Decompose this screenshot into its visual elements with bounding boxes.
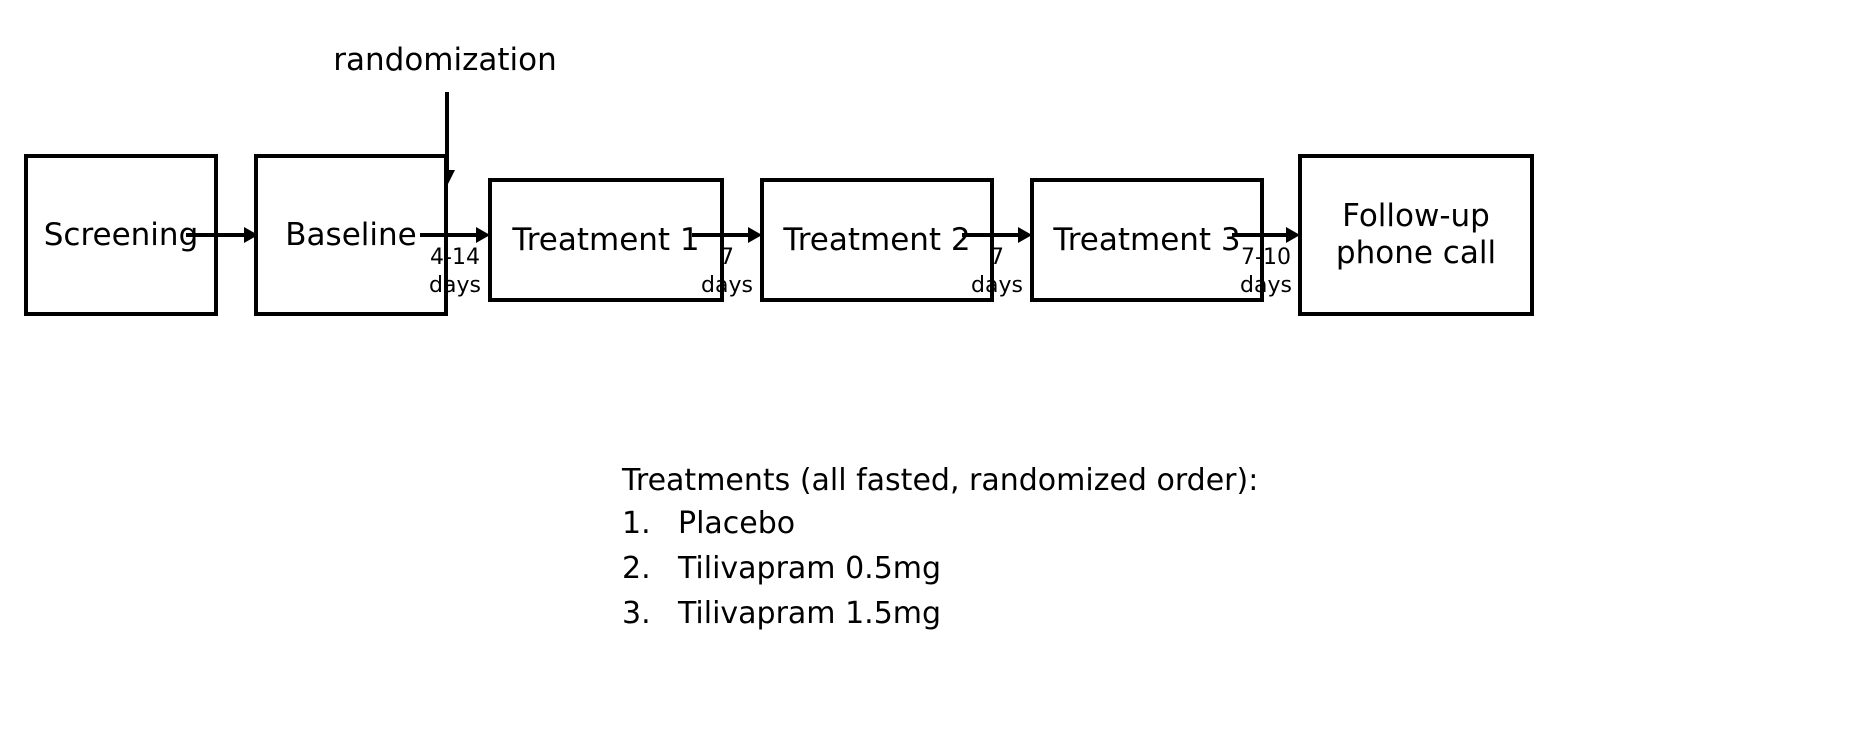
- list-item: 3. Tilivapram 1.5mg: [622, 594, 1382, 633]
- interval-value: 7: [990, 245, 1004, 270]
- stage-label: Follow-up phone call: [1330, 198, 1502, 271]
- stage-box-treatment-3[interactable]: Treatment 3: [1030, 178, 1264, 302]
- stage-box-treatment-2[interactable]: Treatment 2: [760, 178, 994, 302]
- interval-label-baseline-to-treatment-1: 4-14 days: [420, 244, 490, 300]
- interval-value: 7-10: [1241, 245, 1291, 270]
- treatments-legend-list: 1. Placebo 2. Tilivapram 0.5mg 3. Tiliva…: [622, 504, 1382, 633]
- stage-label: Screening: [43, 216, 199, 253]
- arrow-shaft: [186, 233, 246, 237]
- arrow-head: [748, 227, 762, 243]
- list-item-label: Tilivapram 1.5mg: [678, 596, 942, 632]
- interval-value: 7: [720, 245, 734, 270]
- list-item-label: Placebo: [678, 506, 796, 542]
- list-item-marker: 1.: [622, 506, 651, 542]
- list-item-marker: 3.: [622, 596, 651, 632]
- stage-label: Treatment 1: [512, 221, 700, 258]
- stage-label: Treatment 3: [1053, 221, 1241, 258]
- arrow-right-icon-treatment-2-to-treatment-3: [962, 224, 1034, 246]
- list-item-marker: 2.: [622, 551, 651, 587]
- interval-unit: days: [1240, 273, 1292, 299]
- stage-label: Baseline: [285, 216, 417, 253]
- arrow-right-icon-screening-to-baseline: [186, 224, 258, 246]
- stage-box-followup-phone-call[interactable]: Follow-up phone call: [1298, 154, 1534, 316]
- list-item-label: Tilivapram 0.5mg: [678, 551, 942, 587]
- randomization-label: randomization: [333, 42, 557, 78]
- arrow-right-icon-treatment-1-to-treatment-2: [692, 224, 764, 246]
- treatments-legend: Treatments (all fasted, randomized order…: [622, 462, 1382, 639]
- arrow-right-icon-baseline-to-treatment-1: [420, 224, 492, 246]
- interval-label-treatment-3-to-followup: 7-10 days: [1230, 244, 1302, 300]
- stage-label: Treatment 2: [783, 221, 971, 258]
- interval-value: 4-14: [430, 245, 480, 270]
- arrow-shaft: [962, 233, 1020, 237]
- arrow-shaft: [420, 233, 478, 237]
- arrow-head: [476, 227, 490, 243]
- arrow-shaft: [1232, 233, 1288, 237]
- interval-label-treatment-1-to-treatment-2: 7 days: [692, 244, 762, 300]
- arrow-head: [244, 227, 258, 243]
- interval-unit: days: [429, 273, 481, 299]
- stage-box-treatment-1[interactable]: Treatment 1: [488, 178, 724, 302]
- stage-box-baseline[interactable]: Baseline: [254, 154, 448, 316]
- interval-unit: days: [971, 273, 1023, 299]
- arrow-shaft: [445, 92, 449, 174]
- arrow-right-icon-treatment-3-to-followup: [1232, 224, 1302, 246]
- arrow-head: [1018, 227, 1032, 243]
- list-item: 2. Tilivapram 0.5mg: [622, 549, 1382, 588]
- interval-label-treatment-2-to-treatment-3: 7 days: [962, 244, 1032, 300]
- stage-label-line-2: phone call: [1335, 235, 1497, 271]
- list-item: 1. Placebo: [622, 504, 1382, 543]
- arrow-head: [1286, 227, 1300, 243]
- treatments-legend-heading: Treatments (all fasted, randomized order…: [622, 463, 1259, 498]
- interval-unit: days: [701, 273, 753, 299]
- arrow-shaft: [692, 233, 750, 237]
- stage-label-line-1: Follow-up: [1342, 198, 1490, 235]
